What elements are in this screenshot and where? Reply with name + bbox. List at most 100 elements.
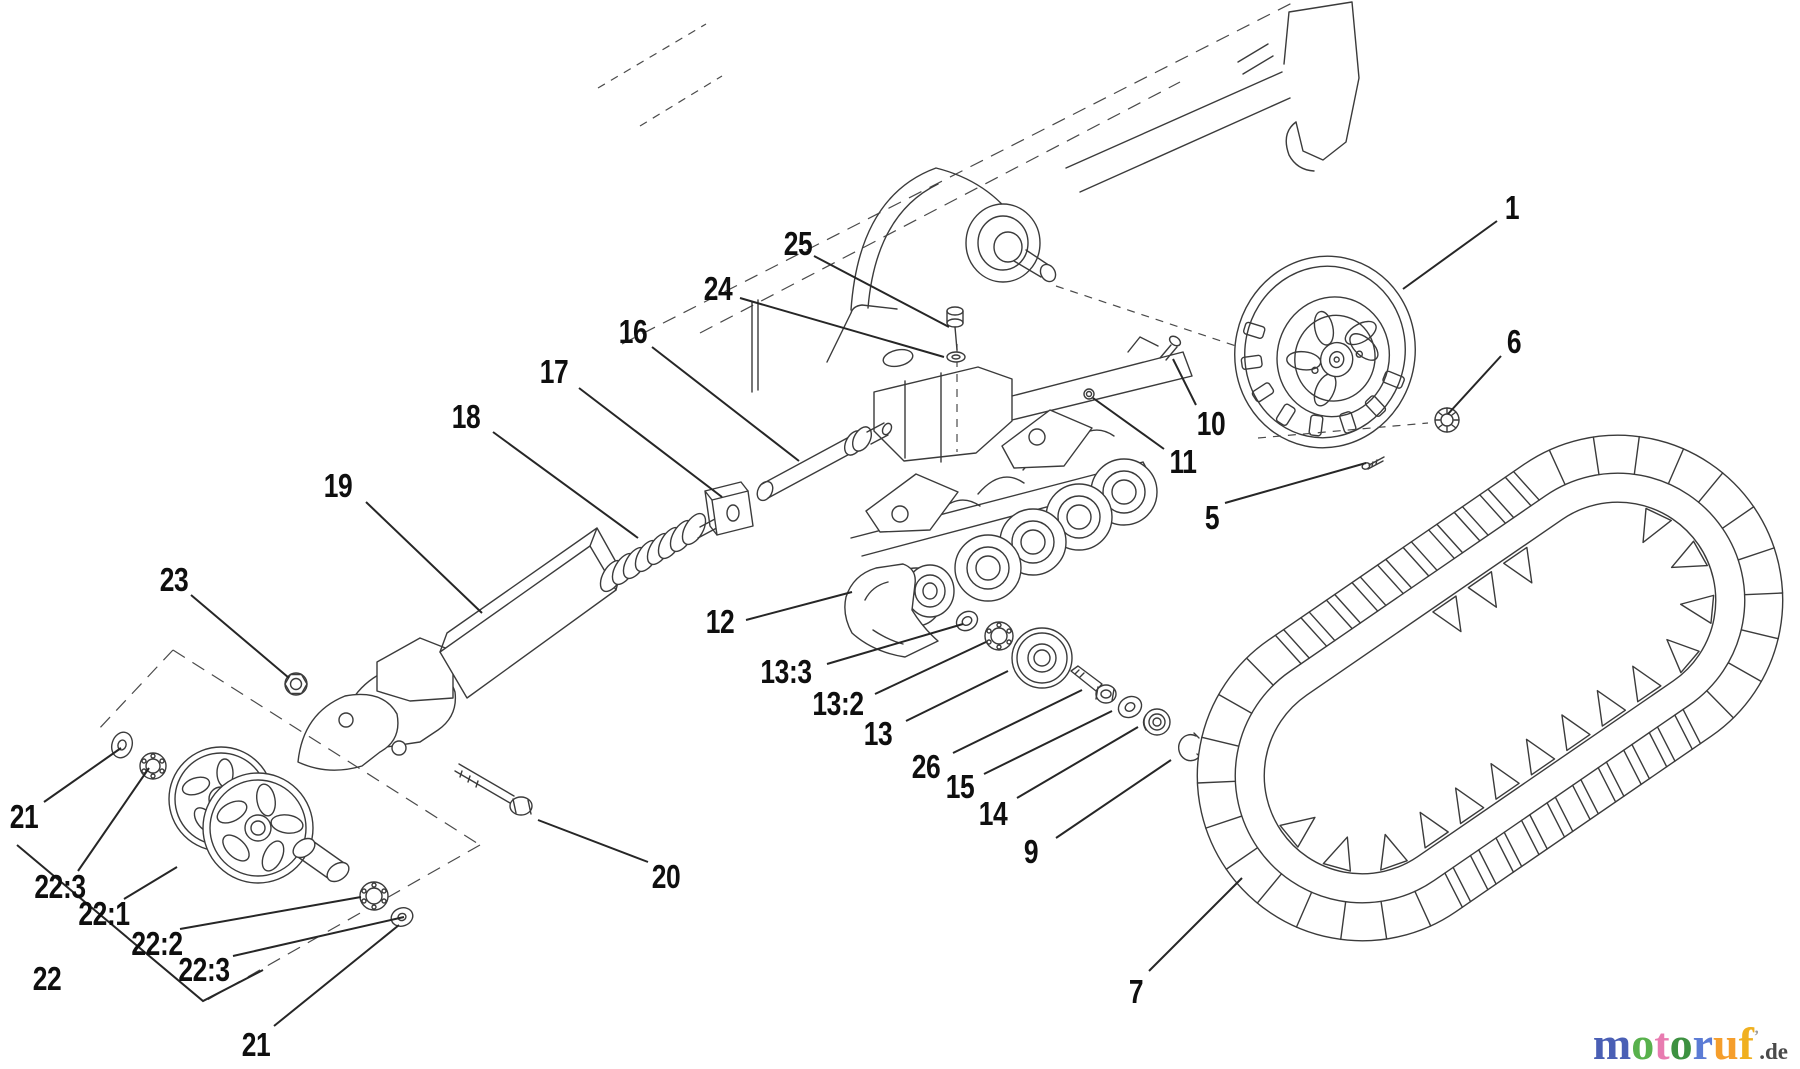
tension-arm-assembly — [297, 422, 893, 816]
callout-label-21-20: 21 — [242, 1027, 271, 1063]
leader-line-18 — [492, 431, 639, 539]
leader-line-17 — [578, 387, 723, 498]
callout-label-17-15: 17 — [540, 354, 569, 390]
watermark-letter: o — [1631, 1018, 1655, 1069]
drive-wheel — [1234, 255, 1416, 449]
leader-line-22:2 — [179, 896, 362, 930]
idler-washer-left — [110, 731, 134, 759]
callout-label-5-1: 5 — [1205, 500, 1219, 536]
idler-bearing-right — [359, 881, 389, 911]
watermark-suffix: .de — [1759, 1039, 1788, 1064]
callout-label-22:3-22: 22:3 — [34, 869, 85, 905]
callout-label-14-13: 14 — [979, 796, 1008, 832]
watermark-word: motoruf — [1593, 1018, 1754, 1069]
spring — [599, 512, 707, 593]
leader-line-22:1 — [123, 866, 178, 900]
leader-line-22:3 — [77, 767, 150, 872]
group-bracket-22 — [16, 844, 264, 1003]
mount-bolt — [1127, 335, 1182, 361]
roller-carrier — [844, 409, 1158, 658]
callout-layer: 1567910111213:313:2132615141617181920212… — [10, 190, 1522, 1063]
leader-line-5 — [1224, 462, 1367, 504]
callout-label-22:1-23: 22:1 — [78, 896, 129, 932]
leader-line-20 — [537, 819, 649, 863]
idler-wheel-front — [202, 772, 314, 884]
callout-label-19-17: 19 — [324, 468, 353, 504]
flange-nut — [1142, 708, 1171, 736]
tension-arm-bar — [439, 545, 617, 699]
leader-line-26 — [952, 689, 1083, 754]
callout-label-23-26: 23 — [160, 562, 189, 598]
leader-line-23 — [190, 594, 290, 679]
leader-line-13:2 — [874, 641, 987, 695]
leader-line-24 — [739, 297, 945, 358]
carrier-claw — [844, 563, 939, 658]
leader-line-21 — [273, 924, 400, 1027]
leader-line-16 — [651, 346, 800, 462]
callout-label-21-19: 21 — [10, 799, 39, 835]
callout-label-13-10: 13 — [864, 716, 893, 752]
leader-line-15 — [983, 710, 1113, 775]
callout-label-9-4: 9 — [1024, 834, 1038, 870]
leader-line-13:3 — [826, 623, 964, 665]
track-guide-lugs — [1279, 507, 1715, 872]
callout-label-13:3-8: 13:3 — [760, 654, 811, 690]
leader-line-22:3 — [232, 916, 405, 957]
idler-wheel-assembly — [96, 649, 481, 1005]
track-roller — [1011, 627, 1073, 689]
callout-label-26-11: 26 — [912, 749, 941, 785]
mount-bracket — [751, 299, 1193, 463]
rubber-track — [1196, 434, 1784, 942]
callout-label-16-14: 16 — [619, 314, 648, 350]
chassis-outline — [597, 1, 1360, 463]
watermark-letter: u — [1713, 1018, 1739, 1069]
callout-label-10-5: 10 — [1197, 406, 1226, 442]
lock-nut — [284, 672, 308, 696]
leader-line-25 — [813, 255, 950, 328]
callout-label-15-12: 15 — [946, 769, 975, 805]
callout-label-7-3: 7 — [1129, 974, 1143, 1010]
bearing — [984, 621, 1014, 651]
leader-line-19 — [365, 501, 483, 614]
callout-label-22:2-24: 22:2 — [131, 926, 182, 962]
watermark-letter: m — [1592, 1018, 1632, 1069]
leader-line-7 — [1148, 877, 1243, 972]
axle-bolt — [1070, 665, 1117, 704]
callout-label-22-21: 22 — [33, 961, 62, 997]
leader-line-9 — [1055, 759, 1172, 839]
watermark-letter: t — [1654, 1018, 1670, 1069]
watermark-letter: r — [1692, 1018, 1713, 1069]
callout-label-24-27: 24 — [704, 271, 733, 307]
roller-axle-parts — [955, 610, 1204, 762]
top-washer — [946, 351, 966, 363]
pivot-bolt — [454, 763, 533, 816]
track-tread-bars — [1196, 435, 1784, 941]
watermark-letter: f — [1738, 1018, 1754, 1069]
leader-line-13 — [905, 670, 1009, 722]
fork-front-lobe — [297, 693, 399, 771]
callout-label-12-7: 12 — [706, 604, 735, 640]
leader-line-1 — [1402, 220, 1498, 290]
callout-label-25-28: 25 — [784, 226, 813, 262]
carrier-rollers — [954, 458, 1158, 602]
callout-label-13:2-9: 13:2 — [812, 686, 863, 722]
spacer-tube — [292, 837, 350, 883]
callout-label-1-0: 1 — [1505, 190, 1519, 226]
leader-line-14 — [1016, 726, 1139, 799]
seal-ring — [955, 610, 979, 632]
set-screw — [1361, 456, 1385, 470]
watermark-logo: motoruf’.de — [1593, 1021, 1788, 1067]
callout-label-22:3-25: 22:3 — [178, 952, 229, 988]
leader-line-10 — [1172, 358, 1197, 406]
callout-label-18-16: 18 — [452, 399, 481, 435]
washer — [1117, 695, 1143, 719]
top-bolt — [946, 306, 964, 351]
watermark-tick: ’ — [1753, 1028, 1760, 1045]
callout-label-11-6: 11 — [1169, 444, 1196, 480]
mount-nut — [1083, 388, 1095, 400]
leader-line-12 — [745, 591, 853, 621]
axle-boss — [965, 203, 1057, 283]
pivot-tube — [756, 422, 893, 502]
